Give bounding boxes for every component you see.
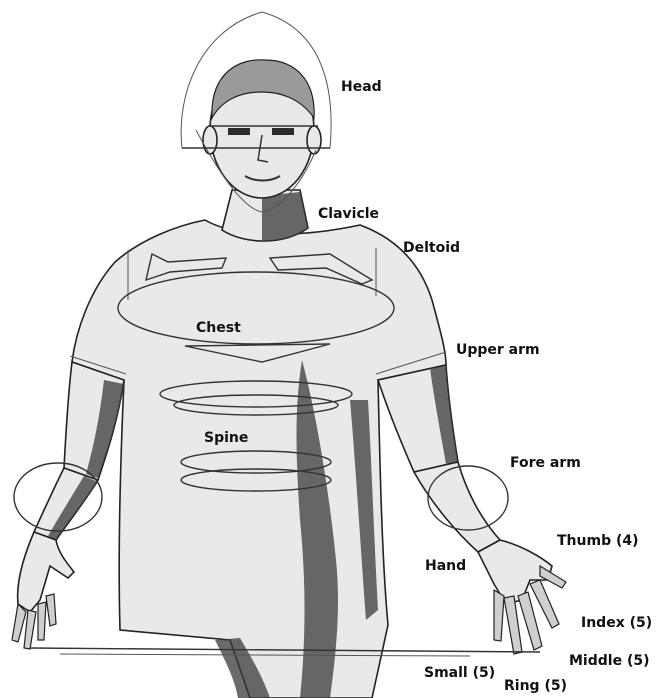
label-index: Index (5): [581, 615, 652, 631]
label-small: Small (5): [424, 665, 495, 681]
forearm-right: [414, 462, 500, 552]
label-middle: Middle (5): [569, 653, 649, 669]
label-spine: Spine: [204, 430, 248, 446]
ear-left: [203, 126, 217, 154]
label-ring: Ring (5): [504, 678, 567, 694]
label-fore-arm: Fore arm: [510, 455, 581, 471]
ear-right: [307, 126, 321, 154]
label-clavicle: Clavicle: [318, 206, 379, 222]
label-upper-arm: Upper arm: [456, 342, 540, 358]
label-hand: Hand: [425, 558, 466, 574]
hand-left: [18, 532, 74, 612]
label-chest: Chest: [196, 320, 241, 336]
label-head: Head: [341, 79, 382, 95]
human-figure: [12, 60, 566, 698]
label-deltoid: Deltoid: [403, 240, 460, 256]
label-thumb: Thumb (4): [557, 533, 639, 549]
